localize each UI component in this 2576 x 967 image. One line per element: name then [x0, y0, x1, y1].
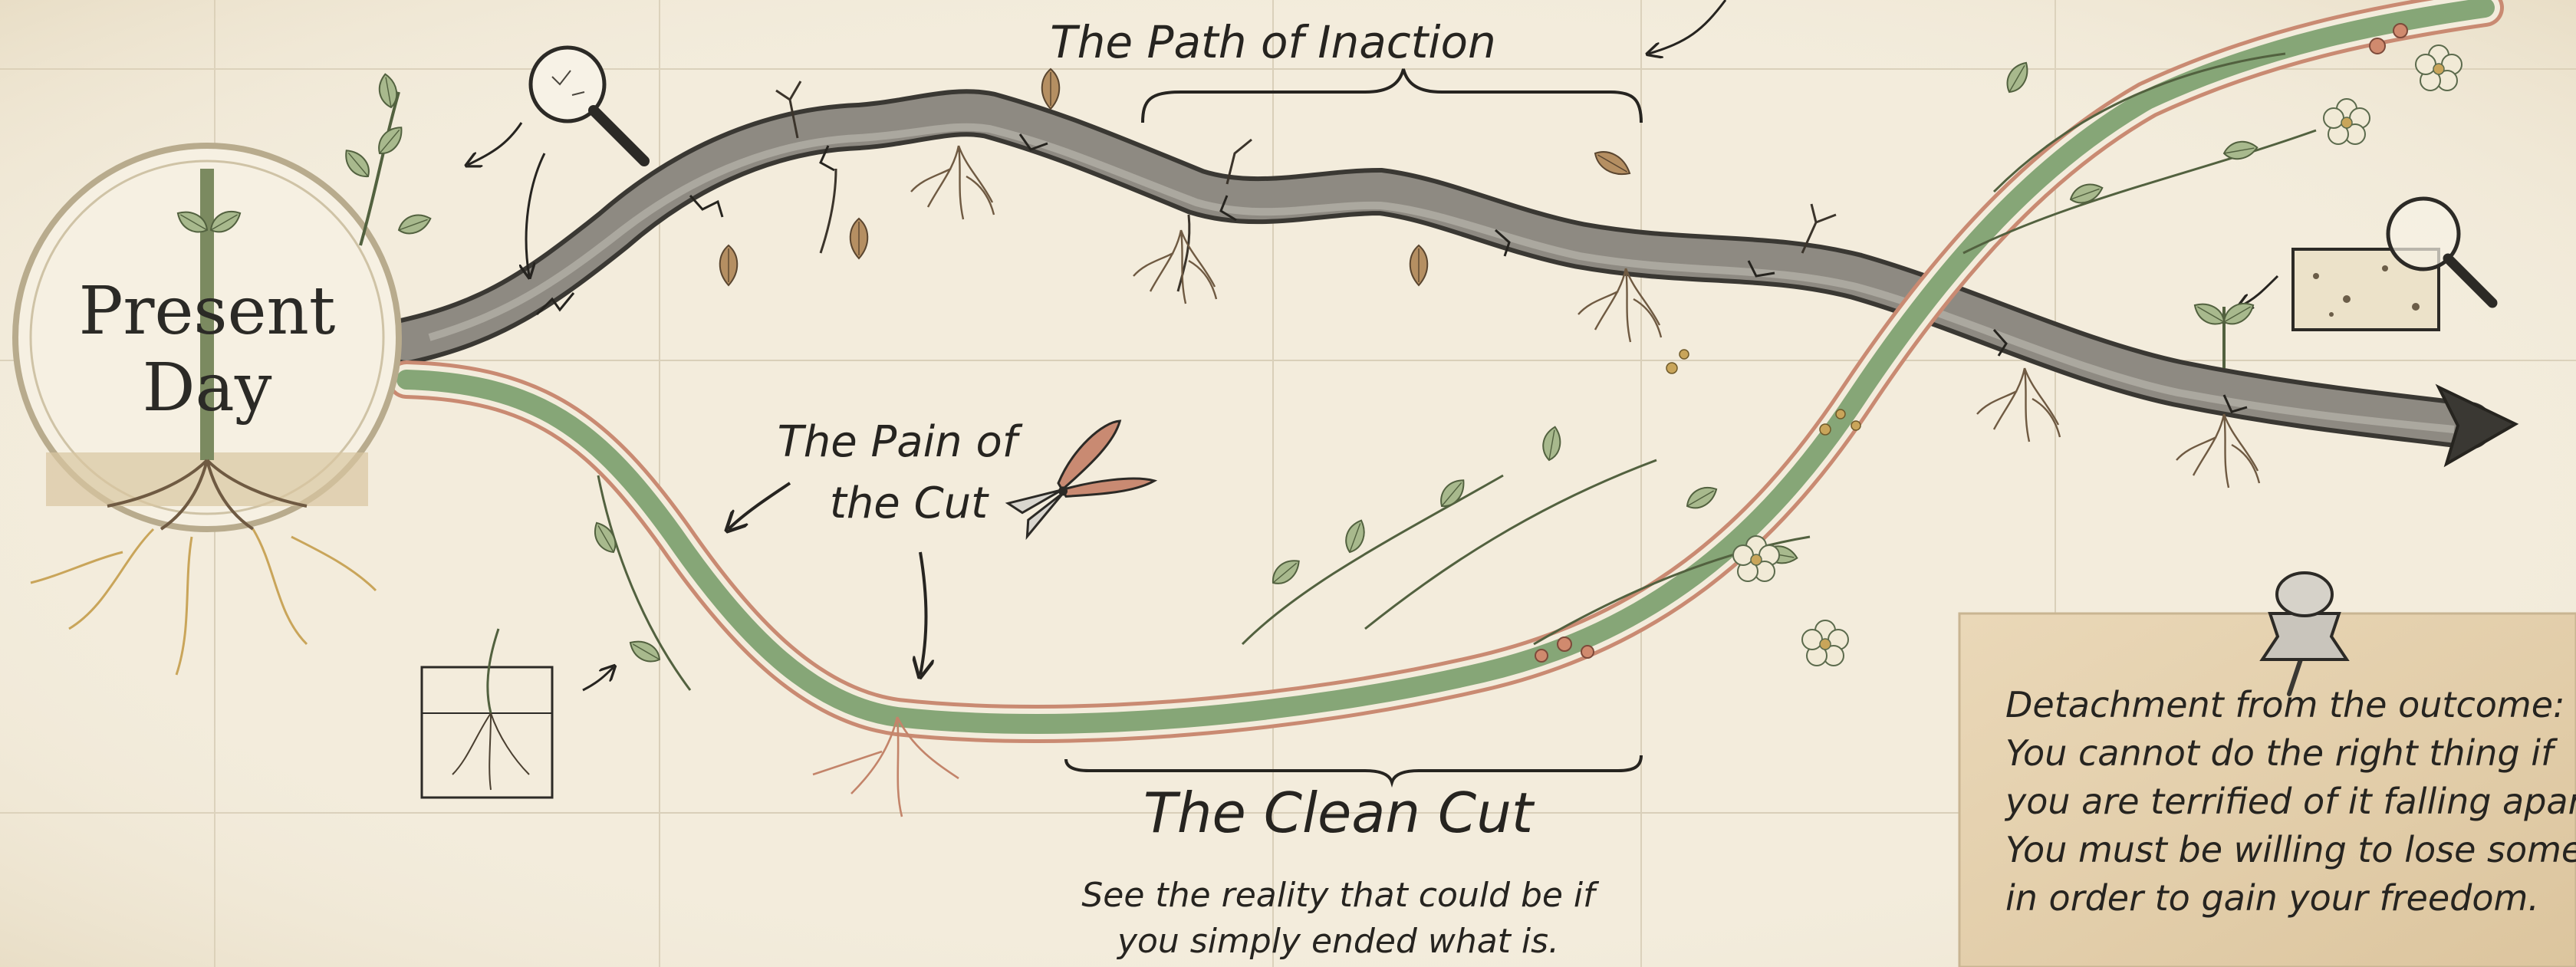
note-line-4: You must be willing to lose something: [2005, 829, 2576, 870]
clean-cut-subtext-line2: you simply ended what is.: [1116, 922, 1559, 961]
note-line-1: Detachment from the outcome:: [2005, 684, 2565, 725]
clean-cut-subtext-line1: See the reality that could be if: [1081, 876, 1600, 915]
pain-of-cut-label-line2: the Cut: [830, 479, 989, 528]
present-day-label-line1: Present: [79, 273, 336, 350]
note-line-5: in order to gain your freedom.: [2005, 877, 2539, 919]
note-line-3: you are terrified of it falling apart.: [2004, 781, 2576, 822]
note-card: Detachment from the outcome: You cannot …: [1959, 573, 2576, 967]
path-of-inaction-label: The Path of Inaction: [1050, 16, 1496, 68]
note-line-2: You cannot do the right thing if: [2005, 732, 2558, 774]
present-day-label-line2: Day: [143, 350, 272, 426]
clean-cut-label: The Clean Cut: [1143, 781, 1535, 845]
pain-of-cut-label-line1: The Pain of: [778, 417, 1023, 467]
